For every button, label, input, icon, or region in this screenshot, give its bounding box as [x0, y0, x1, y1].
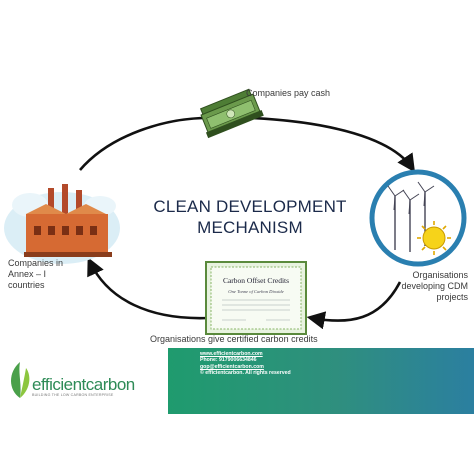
- money-stack-icon: [199, 88, 264, 139]
- diagram-title-line1: CLEAN DEVELOPMENT: [153, 197, 347, 216]
- label-companies-annex-i: Companies in Annex – I countries: [8, 258, 64, 290]
- carbon-credit-certificate: Carbon Offset Credits One Tonne of Carbo…: [205, 261, 307, 335]
- label-organisations-cdm: Organisations developing CDM projects: [401, 270, 468, 302]
- certificate-subtitle: One Tonne of Carbon Dioxide: [228, 289, 283, 294]
- label-companies-pay-cash: Companies pay cash: [246, 88, 331, 98]
- footer-copyright: © efficientcarbon. All rights reserved: [200, 370, 291, 377]
- logo-tagline: BUILDING THE LOW CARBON ENTERPRISE: [32, 393, 114, 397]
- logo-wordmark: efficientcarbon: [32, 375, 135, 394]
- leaf-logo-icon: [11, 362, 30, 398]
- certificate-title: Carbon Offset Credits: [223, 276, 289, 285]
- label-certified-credits: Organisations give certified carbon cred…: [150, 334, 318, 344]
- footer-email-link[interactable]: gop@efficientcarbon.com: [200, 363, 264, 370]
- diagram-title: CLEAN DEVELOPMENT MECHANISM: [150, 196, 350, 238]
- footer-phone: Phone: 9179006634846: [200, 357, 257, 364]
- arrow-cash-to-organisations: [251, 116, 416, 173]
- arrow-companies-to-cash: [79, 116, 209, 171]
- footer-contact-area: [168, 348, 474, 414]
- diagram-title-line2: MECHANISM: [197, 218, 303, 237]
- renewable-energy-icon: [369, 169, 467, 267]
- arrow-organisations-to-credits: [306, 281, 402, 330]
- footer-banner: [0, 348, 474, 414]
- arrow-credits-to-companies: [87, 257, 209, 320]
- footer-contact: www.efficientcarbon.com Phone: 917900663…: [200, 351, 291, 377]
- sun-icon: [417, 221, 451, 255]
- factory-icon: [4, 184, 120, 264]
- footer-website-link[interactable]: www.efficientcarbon.com: [200, 351, 263, 357]
